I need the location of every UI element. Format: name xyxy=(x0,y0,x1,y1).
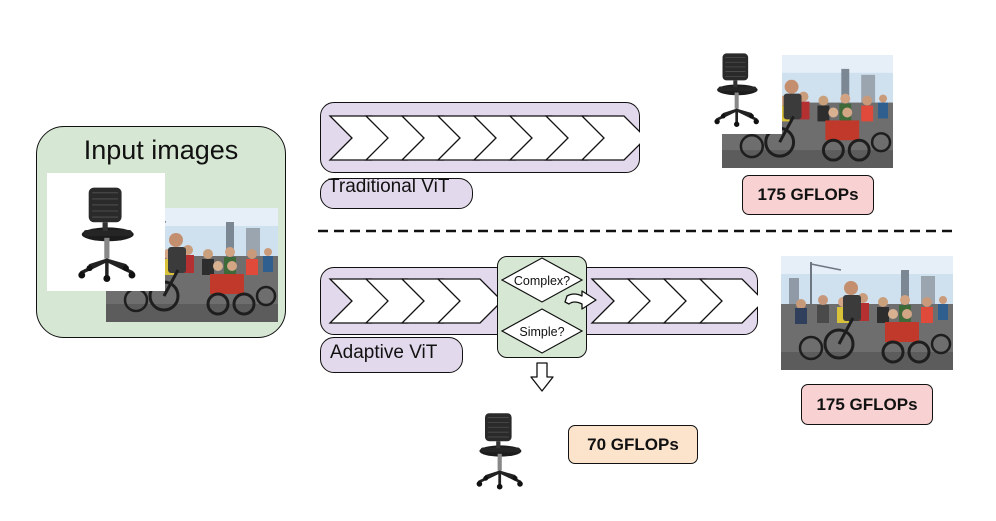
traditional-vit-label: Traditional ViT xyxy=(328,176,450,197)
complex-decision-diamond xyxy=(500,257,584,303)
chair-photo-traditional-output xyxy=(690,40,782,136)
cyclists-photo-complex-output xyxy=(781,256,953,370)
dashed-separator xyxy=(318,229,954,233)
chevron-icon xyxy=(580,115,640,161)
chevron-icon xyxy=(436,278,503,324)
chair-photo-simple-output xyxy=(475,411,525,491)
adaptive-vit-label: Adaptive ViT xyxy=(330,342,438,363)
traditional-gflops-badge: 175 GFLOPs xyxy=(742,175,874,215)
complex-decision-text: Complex? xyxy=(514,274,570,288)
chevron-icon xyxy=(698,278,758,324)
simple-decision-text: Simple? xyxy=(519,325,564,339)
traditional-vit-label-tab xyxy=(320,178,473,209)
simple-decision-diamond xyxy=(500,308,584,354)
decision-diamonds: Complex? Simple? xyxy=(500,257,584,354)
input-images-title: Input images xyxy=(83,135,239,165)
adaptive-vit-chevrons-left xyxy=(328,278,503,324)
simple-gflops-badge: 70 GFLOPs xyxy=(568,425,698,464)
traditional-vit-chevrons xyxy=(328,115,640,161)
chair-photo-input xyxy=(47,173,165,291)
complex-gflops-badge: 175 GFLOPs xyxy=(801,384,933,425)
adaptive-vit-label-tab xyxy=(320,337,463,373)
adaptive-vit-chevrons-right xyxy=(590,278,758,324)
down-arrow-icon xyxy=(530,362,554,392)
right-arrow-icon xyxy=(564,290,597,310)
